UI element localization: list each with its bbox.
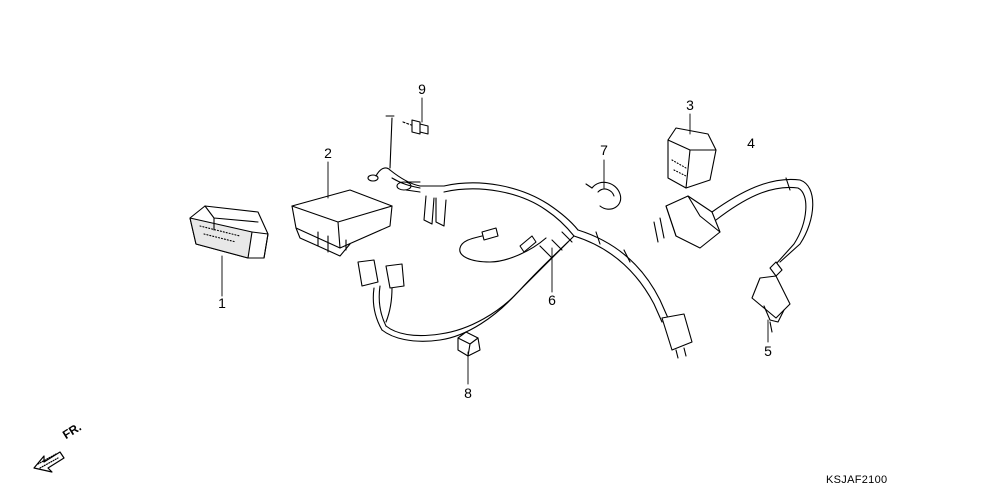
part-5-plug-cap [751, 261, 791, 333]
part-2-control-unit [291, 189, 393, 257]
part-1-cover [189, 205, 269, 259]
callout-5: 5 [764, 343, 772, 359]
part-8-clamp [457, 331, 481, 357]
callout-3: 3 [686, 97, 694, 113]
callout-4: 4 [747, 135, 755, 151]
callout-2: 2 [324, 145, 332, 161]
part-4-ignition-coil [653, 177, 814, 265]
leader-lines [221, 97, 769, 385]
part-3-relay [667, 127, 717, 189]
front-direction-arrow-icon [33, 451, 65, 473]
part-6-wire-harness [357, 117, 693, 359]
part-7-clip [585, 181, 622, 210]
callout-6: 6 [548, 292, 556, 308]
callout-7: 7 [600, 142, 608, 158]
diagram-code: KSJAF2100 [826, 474, 888, 486]
part-9-bolt [402, 119, 429, 135]
callout-1: 1 [218, 295, 226, 311]
callout-8: 8 [464, 385, 472, 401]
callout-9: 9 [418, 81, 426, 97]
